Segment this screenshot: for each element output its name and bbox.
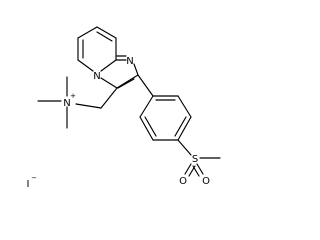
bond-n4-c5: [77, 59, 94, 72]
pyridine-ring: [77, 26, 117, 72]
bond-c2-c3: [116, 74, 139, 89]
bond-s-o-right-a: [196, 163, 204, 175]
atom-n-ammonium: N: [63, 98, 70, 109]
atom-o-left: O: [179, 176, 187, 187]
phenyl-ring: [137, 74, 192, 141]
iodide-charge: −: [31, 174, 37, 182]
structure-svg: N N N + S O O I −: [27, 26, 221, 190]
molecule-drawing: N N N + S O O I −: [27, 26, 221, 190]
bond-ch2-n: [75, 103, 102, 109]
bond-c8a-n4: [100, 59, 117, 72]
bond-c7-c8-inner: [96, 31, 113, 42]
atom-s: S: [192, 154, 198, 165]
bond-c2-phenyl: [137, 74, 154, 97]
ammonium-group: [37, 76, 118, 129]
atom-n-imine: N: [126, 56, 133, 67]
bond-c7-c8: [96, 26, 117, 39]
sulfonyl-group: [177, 139, 221, 177]
bond-ph2-ph3: [177, 95, 192, 118]
imidazole-ring: [100, 55, 139, 89]
bond-ph3-ph4-inner: [174, 116, 187, 137]
bond-ph5-ph6-inner: [144, 116, 157, 137]
bond-c3-ch2: [100, 87, 118, 109]
iodide-label: I: [27, 179, 30, 190]
ammonium-charge: +: [70, 92, 76, 100]
bond-c2-c3-inner: [117, 78, 135, 89]
atom-o-right: O: [202, 176, 210, 187]
bond-c3-n4: [100, 77, 118, 89]
atom-n-bridgehead: N: [93, 71, 100, 82]
bond-ph6-ph1: [139, 95, 154, 118]
bond-c6-c7: [77, 26, 98, 39]
bond-s-o-right-b: [192, 165, 200, 177]
bond-ph5-ph6: [139, 116, 154, 141]
bond-n1-c2: [133, 63, 139, 76]
bond-s-o-left-a: [184, 163, 192, 175]
bond-ph3-ph4: [177, 116, 192, 141]
bond-ph4-s: [177, 139, 192, 156]
